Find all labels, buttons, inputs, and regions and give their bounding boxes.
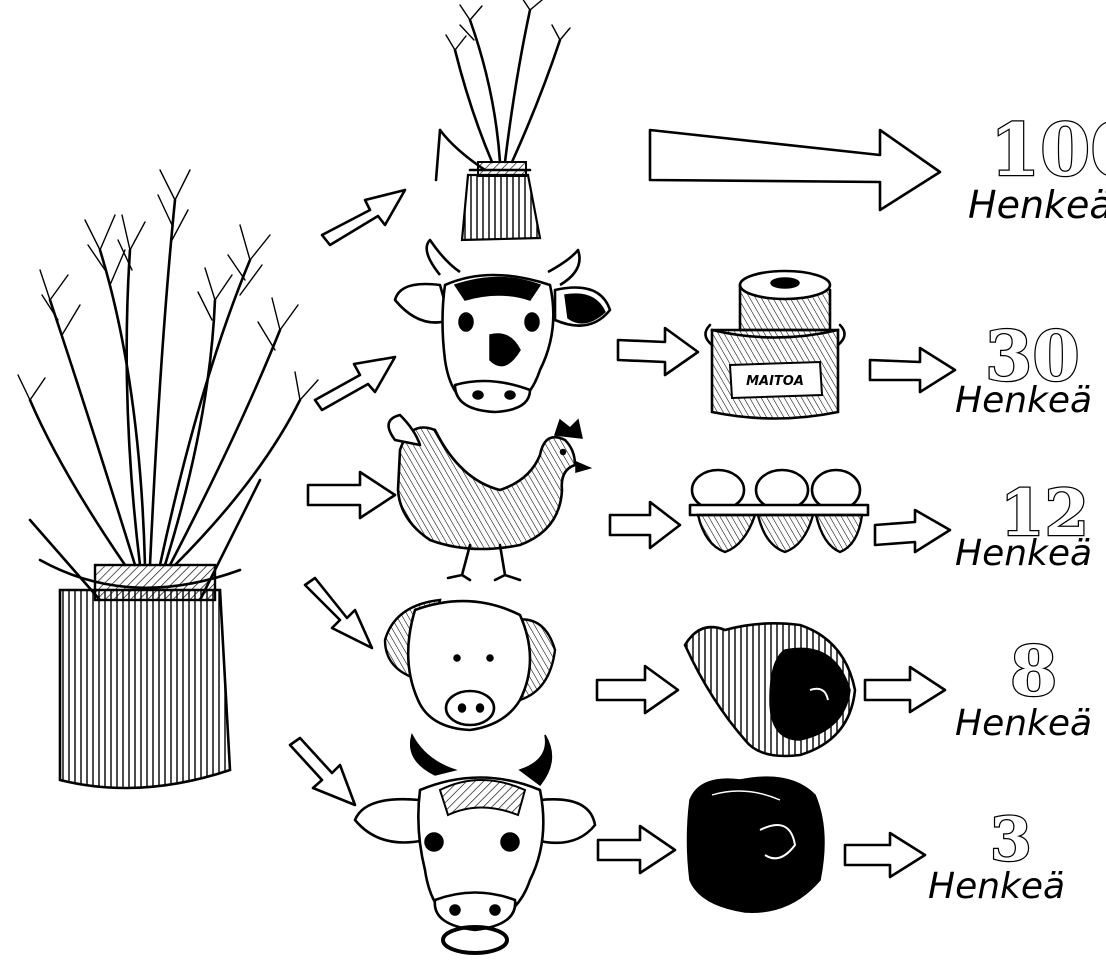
arrow-eggs-to-count-icon [875, 510, 950, 552]
arrow-ham-to-count-icon [865, 667, 945, 712]
egg-carton-icon [690, 470, 868, 552]
milk-can-icon: MAITOA [705, 271, 844, 419]
arrows-to-products [597, 328, 698, 873]
arrow-hen-to-eggs-icon [610, 502, 680, 548]
count-unit: Henkeä [955, 703, 1092, 744]
large-wheat-sheaf-icon [18, 170, 318, 788]
pig-head-icon [385, 600, 555, 730]
hen-icon [389, 415, 590, 580]
count-unit: Henkeä [955, 533, 1092, 574]
count-unit: Henkeä [928, 866, 1065, 907]
count-number: 3 [990, 805, 1032, 875]
arrow-bull-to-beef-icon [598, 826, 675, 873]
count-row-2: 30 Henkeä [955, 317, 1092, 421]
arrow-to-pig-icon [305, 578, 372, 648]
arrow-pig-to-ham-icon [597, 666, 678, 713]
bull-head-icon [355, 735, 595, 953]
cow-head-icon [395, 240, 610, 412]
count-row-5: 3 Henkeä [928, 805, 1065, 907]
count-number: 100 [990, 107, 1106, 192]
arrow-sheaf-to-count-icon [650, 130, 940, 210]
arrow-beef-to-count-icon [845, 833, 925, 877]
count-unit: Henkeä [968, 183, 1106, 227]
arrow-to-bull-icon [290, 738, 355, 805]
milk-can-label: MAITOA [746, 374, 804, 389]
count-number: 8 [1010, 632, 1057, 712]
arrow-to-cow-icon [315, 357, 395, 410]
arrow-milk-to-count-icon [870, 348, 955, 392]
count-row-3: 12 Henkeä [955, 476, 1092, 574]
arrow-to-hen-icon [308, 472, 395, 518]
arrow-cow-to-milk-icon [618, 328, 698, 375]
beef-steak-icon [688, 777, 825, 912]
count-unit: Henkeä [955, 380, 1092, 421]
arrow-to-small-sheaf-icon [322, 190, 405, 245]
count-row-4: 8 Henkeä [955, 632, 1092, 744]
count-row-1: 100 Henkeä [968, 107, 1106, 227]
small-wheat-sheaf-icon [436, 0, 570, 240]
arrows-to-sources [290, 190, 405, 805]
ham-icon [685, 623, 855, 756]
